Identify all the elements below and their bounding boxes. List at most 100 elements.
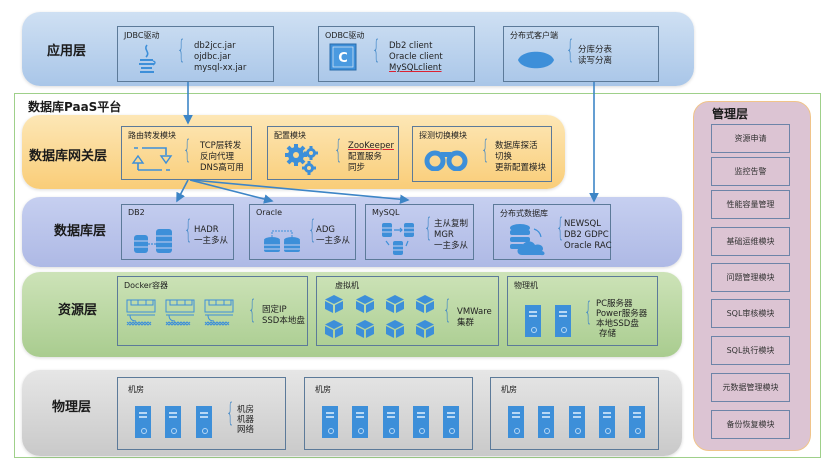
management-item[interactable]: SQL审核模块 (711, 299, 790, 328)
detail-line: 主从复制 (434, 219, 469, 229)
detail-line: ADG (316, 225, 335, 235)
server-icon (599, 406, 615, 438)
module-title: 机房 (315, 385, 331, 394)
module-details: VMWare 集群 (457, 307, 492, 329)
binoculars-icon (424, 150, 468, 171)
container-icon (204, 299, 234, 326)
module-title: Docker容器 (124, 281, 169, 290)
svg-text:C: C (338, 51, 348, 66)
module-title: 探测切换模块 (419, 131, 467, 140)
module-details: HADR 一主多从 (194, 225, 228, 247)
brace-icon: { (184, 215, 193, 245)
management-layer-band (693, 101, 811, 451)
db-cluster-icon (382, 223, 414, 255)
module-title: 路由转发模块 (128, 131, 176, 140)
machine-room-module[interactable]: 机房 (304, 377, 473, 450)
module-title: 分布式客户端 (510, 31, 558, 40)
server-icon (525, 305, 541, 337)
detail-line: ojdbc.jar (194, 52, 231, 62)
detail-line: Oracle client (389, 52, 443, 62)
server-icon (538, 406, 554, 438)
brace-icon: { (334, 135, 343, 165)
detail-line: 机器 (237, 415, 255, 425)
cube-icon (416, 295, 434, 313)
management-item[interactable]: 备份恢复模块 (711, 410, 790, 439)
config-module[interactable]: 配置模块 { ZooKeeper 配置服务 同步 (267, 126, 399, 180)
routing-module[interactable]: 路由转发模块 { TCP层转发 反向代理 DNS高可用 (121, 126, 252, 180)
server-icon (135, 406, 151, 438)
server-icon (555, 305, 571, 337)
mysql-module[interactable]: MySQL { 主从复制 MGR 一主多从 (365, 204, 474, 260)
docker-module[interactable]: Docker容器 { 固定IP SSD本地盘 (117, 276, 308, 346)
detail-line: 网络 (237, 425, 255, 435)
management-item[interactable]: 性能容量管理 (711, 190, 790, 219)
vm-module[interactable]: 虚拟机 { VMWare 集群 (316, 276, 499, 346)
java-icon (139, 44, 156, 73)
detail-line: 同步 (348, 163, 366, 173)
module-title: ODBC驱动 (325, 31, 365, 40)
server-icon (165, 406, 181, 438)
machine-room-module[interactable]: 机房 (490, 377, 659, 450)
gateway-layer-title: 数据库网关层 (29, 149, 108, 164)
machine-room-module[interactable]: 机房 { 机房 机器 网络 (117, 377, 286, 450)
management-item[interactable]: 问题管理模块 (711, 263, 790, 292)
management-item[interactable]: 监控告警 (711, 157, 790, 186)
brace-icon: { (308, 215, 317, 245)
server-icon (443, 406, 459, 438)
distributed-client-module[interactable]: 分布式客户端 { 分库分表 读写分离 (503, 26, 659, 82)
detail-line: 更新配置模块 (495, 163, 547, 173)
detail-line: 分库分表 (578, 45, 613, 55)
detail-line: 存储 (599, 329, 617, 339)
physical-machine-module[interactable]: 物理机 { PC服务器 Power服务器 本地SSD盘 存储 (507, 276, 658, 346)
management-item[interactable]: 元数据管理模块 (711, 373, 790, 402)
detail-line: 数据库探活 (495, 141, 538, 151)
management-item[interactable]: 基础运维模块 (711, 227, 790, 256)
management-layer-title: 管理层 (712, 107, 749, 121)
cube-icon (325, 295, 343, 313)
detail-line: 集群 (457, 318, 475, 328)
detail-line: 机房 (237, 405, 255, 415)
brace-icon: { (183, 135, 192, 165)
module-details: Db2 client Oracle client MySQLclient (389, 41, 443, 74)
detail-line: VMWare (457, 307, 492, 317)
probe-switch-module[interactable]: 探测切换模块 { 数据库探活 切换 更新配置模块 (412, 126, 552, 182)
management-item[interactable]: 资源申请 (711, 124, 790, 153)
cube-icon (386, 295, 404, 313)
detail-line: 一主多从 (316, 236, 351, 246)
container-icon (126, 299, 156, 326)
detail-line: Power服务器 (596, 309, 648, 319)
detail-line: 一主多从 (194, 236, 229, 246)
detail-line: 反向代理 (200, 152, 235, 162)
db-layer-band (22, 197, 682, 267)
brace-icon: { (556, 213, 565, 243)
paas-platform-frame (14, 93, 821, 458)
module-details: db2jcc.jar ojdbc.jar mysql-xx.jar (194, 41, 246, 74)
management-item[interactable]: SQL执行模块 (711, 336, 790, 365)
cube-icon (416, 320, 434, 338)
module-title: 配置模块 (274, 131, 306, 140)
detail-line: PC服务器 (596, 299, 633, 309)
detail-line: Db2 client (389, 41, 433, 51)
oracle-module[interactable]: Oracle { ADG 一主多从 (249, 204, 356, 260)
brace-icon: { (584, 297, 593, 327)
odbc-driver-module[interactable]: ODBC驱动 C { Db2 client Oracle client MySQ… (318, 26, 475, 82)
detail-line: ZooKeeper (348, 141, 394, 151)
brace-icon: { (177, 35, 186, 65)
detail-line: Oracle RAC (564, 241, 612, 251)
detail-line: SSD本地盘 (262, 316, 305, 326)
jdbc-driver-module[interactable]: JDBC驱动 { db2jcc.jar ojdbc.jar mysql-xx.j… (117, 26, 274, 82)
server-icon (569, 406, 585, 438)
detail-line: DNS高可用 (200, 163, 244, 173)
brace-icon: { (226, 398, 235, 428)
db2-module[interactable]: DB2 { HADR 一主多从 (121, 204, 234, 260)
server-icon (383, 406, 399, 438)
distributed-db-module[interactable]: 分布式数据库 { NEWSQL DB2 GDPC Oracle RAC (493, 204, 612, 260)
brace-icon: { (566, 35, 575, 65)
server-icon (322, 406, 338, 438)
module-details: ADG 一主多从 (316, 225, 350, 247)
module-title: 分布式数据库 (500, 209, 548, 218)
module-title: Oracle (256, 208, 283, 217)
detail-line: 读写分离 (578, 56, 613, 66)
server-icon (508, 406, 524, 438)
brace-icon: { (248, 295, 257, 325)
